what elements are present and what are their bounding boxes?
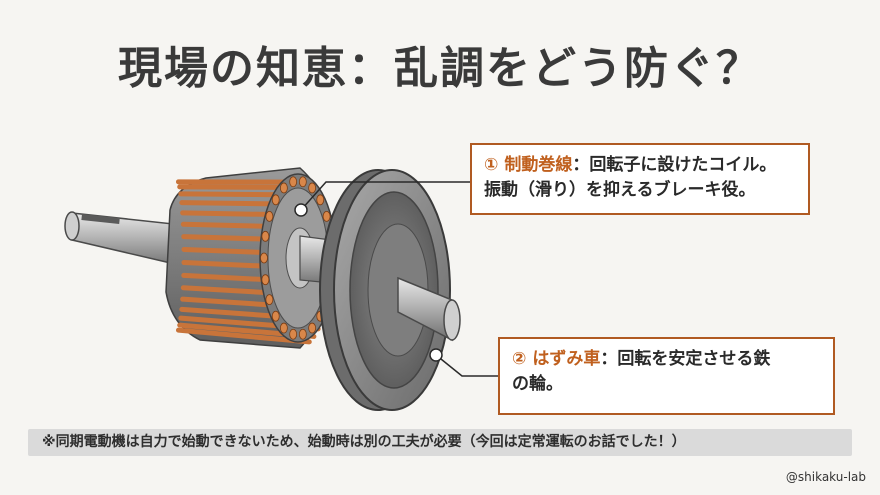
callout-damper-winding-line2: 振動（滑り）を抑えるブレーキ役。 <box>484 179 756 200</box>
callout-flywheel-line2: の輪。 <box>512 373 563 394</box>
callout-flywheel-separator: ： <box>600 349 618 369</box>
damper-bar-end <box>279 322 288 334</box>
leader-line-1 <box>294 181 470 217</box>
footnote-bar: ※同期電動機は自力で始動できないため、始動時は別の工夫が必要（今回は定常運転のお… <box>28 429 852 456</box>
damper-bar-end <box>261 274 270 286</box>
credit-label: @shikaku-lab <box>785 470 866 484</box>
damper-bar-end <box>289 176 298 188</box>
callout-damper-winding: ① 制動巻線：回転子に設けたコイル。 振動（滑り）を抑えるブレーキ役。 <box>470 143 810 215</box>
callout-flywheel-desc: 回転を安定させる鉄 <box>617 349 771 369</box>
callout-damper-winding-term: 制動巻線 <box>504 155 573 175</box>
damper-bar-end <box>265 210 274 222</box>
damper-bar <box>175 327 312 345</box>
callout-damper-winding-desc: 回転子に設けたコイル。 <box>589 155 777 175</box>
damper-bar-end <box>271 194 280 206</box>
damper-bar-end <box>289 328 298 340</box>
damper-bar-end <box>298 328 307 340</box>
damper-bar-end <box>322 210 331 222</box>
right-shaft <box>397 276 461 342</box>
damper-bar-end <box>279 182 288 194</box>
rotor-end-face <box>259 173 337 343</box>
leader-line-2 <box>429 348 498 377</box>
callout-damper-winding-line1: ① 制動巻線：回転子に設けたコイル。 <box>484 153 796 178</box>
callout-flywheel-marker: ② <box>512 349 527 369</box>
damper-bar-end <box>316 194 325 206</box>
flywheel <box>319 169 451 411</box>
damper-bar-end <box>308 182 317 194</box>
damper-bar-end <box>308 322 317 334</box>
damper-bar-end <box>260 252 268 264</box>
page-title: 現場の知恵：乱調をどう防ぐ？ <box>118 43 762 94</box>
left-shaft <box>64 211 193 269</box>
callout-flywheel: ② はずみ車：回転を安定させる鉄 の輪。 <box>498 337 835 415</box>
damper-bar-end <box>271 310 280 322</box>
callout-flywheel-term: はずみ車 <box>532 349 601 369</box>
damper-bar-end <box>261 230 270 242</box>
damper-bar-end <box>265 294 274 306</box>
callout-flywheel-line1: ② はずみ車：回転を安定させる鉄 <box>512 347 821 372</box>
callout-damper-winding-marker: ① <box>484 155 499 175</box>
damper-bar-end <box>298 176 307 188</box>
callout-damper-winding-separator: ： <box>572 155 590 175</box>
